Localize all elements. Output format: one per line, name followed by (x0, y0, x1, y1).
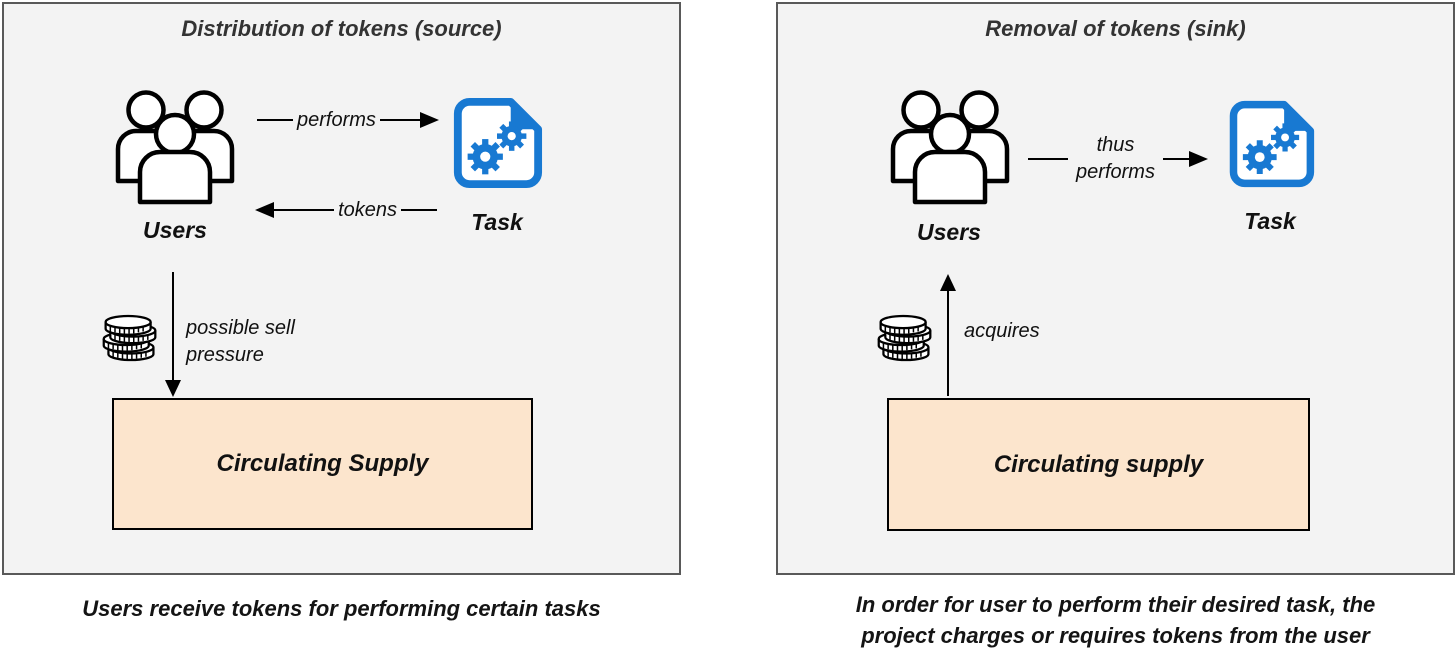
acquires-arrow (939, 274, 957, 396)
arrowhead-right-icon (1189, 151, 1208, 167)
circulating-supply-label: Circulating supply (993, 450, 1204, 478)
performs-arrow-label: performs (297, 108, 376, 131)
circulating-supply-box: Circulating Supply (112, 398, 533, 530)
arrow-line (171, 272, 175, 380)
panel-title: Removal of tokens (sink) (985, 16, 1246, 41)
arrow-line (1163, 157, 1189, 161)
arrow-line (946, 291, 950, 396)
tokens-arrow-label: tokens (338, 198, 397, 221)
panel-distribution: Distribution of tokens (source) performs (2, 2, 681, 575)
arrowhead-down-icon (165, 380, 181, 397)
arrowhead-right-icon (420, 112, 439, 128)
task-document-gears-icon (1226, 98, 1316, 190)
performs-arrow: performs (257, 107, 439, 133)
arrow-line (379, 118, 420, 122)
sell-pressure-label: possible sell pressure (186, 317, 295, 366)
circulating-supply-box: Circulating supply (887, 398, 1310, 531)
panel-removal: Removal of tokens (sink) thus performs (776, 2, 1455, 575)
caption-removal: In order for user to perform their desir… (855, 592, 1376, 648)
thus-performs-arrow: thus performs (1028, 128, 1208, 190)
users-label: Users (143, 217, 207, 243)
caption-distribution: Users receive tokens for performing cert… (82, 596, 601, 621)
coin-stack-icon (100, 310, 160, 366)
users-group-icon (885, 82, 1015, 206)
arrowhead-left-icon (255, 202, 274, 218)
users-label: Users (917, 219, 981, 245)
users-group-icon (110, 82, 240, 206)
arrow-line (274, 208, 335, 212)
task-label: Task (1244, 208, 1296, 234)
tokens-arrow: tokens (255, 197, 437, 223)
arrow-line (257, 118, 293, 122)
panel-title: Distribution of tokens (source) (181, 16, 502, 41)
arrow-line (1028, 157, 1068, 161)
coin-stack-icon (875, 310, 935, 366)
circulating-supply-label: Circulating Supply (216, 450, 429, 477)
arrow-line (401, 208, 437, 212)
sell-pressure-arrow (164, 272, 182, 397)
thus-performs-arrow-label: thus performs (1076, 134, 1155, 183)
arrowhead-up-icon (940, 274, 956, 291)
task-document-gears-icon (450, 96, 544, 190)
task-label: Task (471, 209, 523, 235)
acquires-label: acquires (964, 320, 1040, 342)
